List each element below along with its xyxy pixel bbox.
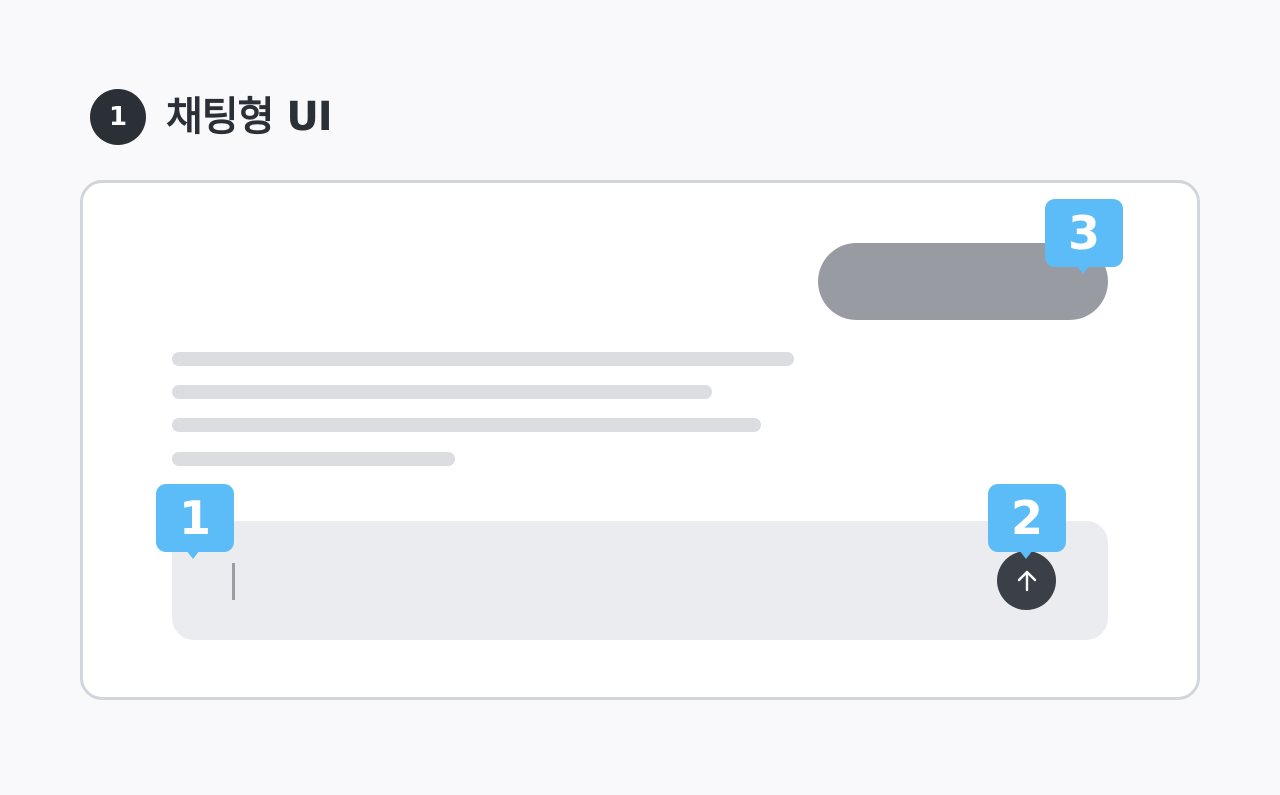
arrow-up-icon bbox=[1017, 570, 1036, 591]
assistant-message-line bbox=[172, 352, 794, 366]
callout-marker-input: 1 bbox=[156, 484, 234, 559]
send-button[interactable] bbox=[997, 551, 1056, 610]
assistant-message-line bbox=[172, 385, 712, 399]
chat-input-field[interactable] bbox=[172, 521, 1108, 640]
text-cursor bbox=[232, 563, 235, 600]
callout-marker-user-message: 3 bbox=[1045, 199, 1123, 274]
assistant-message-line bbox=[172, 452, 455, 466]
section-number-badge: 1 bbox=[90, 89, 146, 145]
assistant-message-line bbox=[172, 418, 761, 432]
section-title: 채팅형 UI bbox=[166, 94, 333, 140]
callout-marker-send: 2 bbox=[988, 484, 1066, 559]
